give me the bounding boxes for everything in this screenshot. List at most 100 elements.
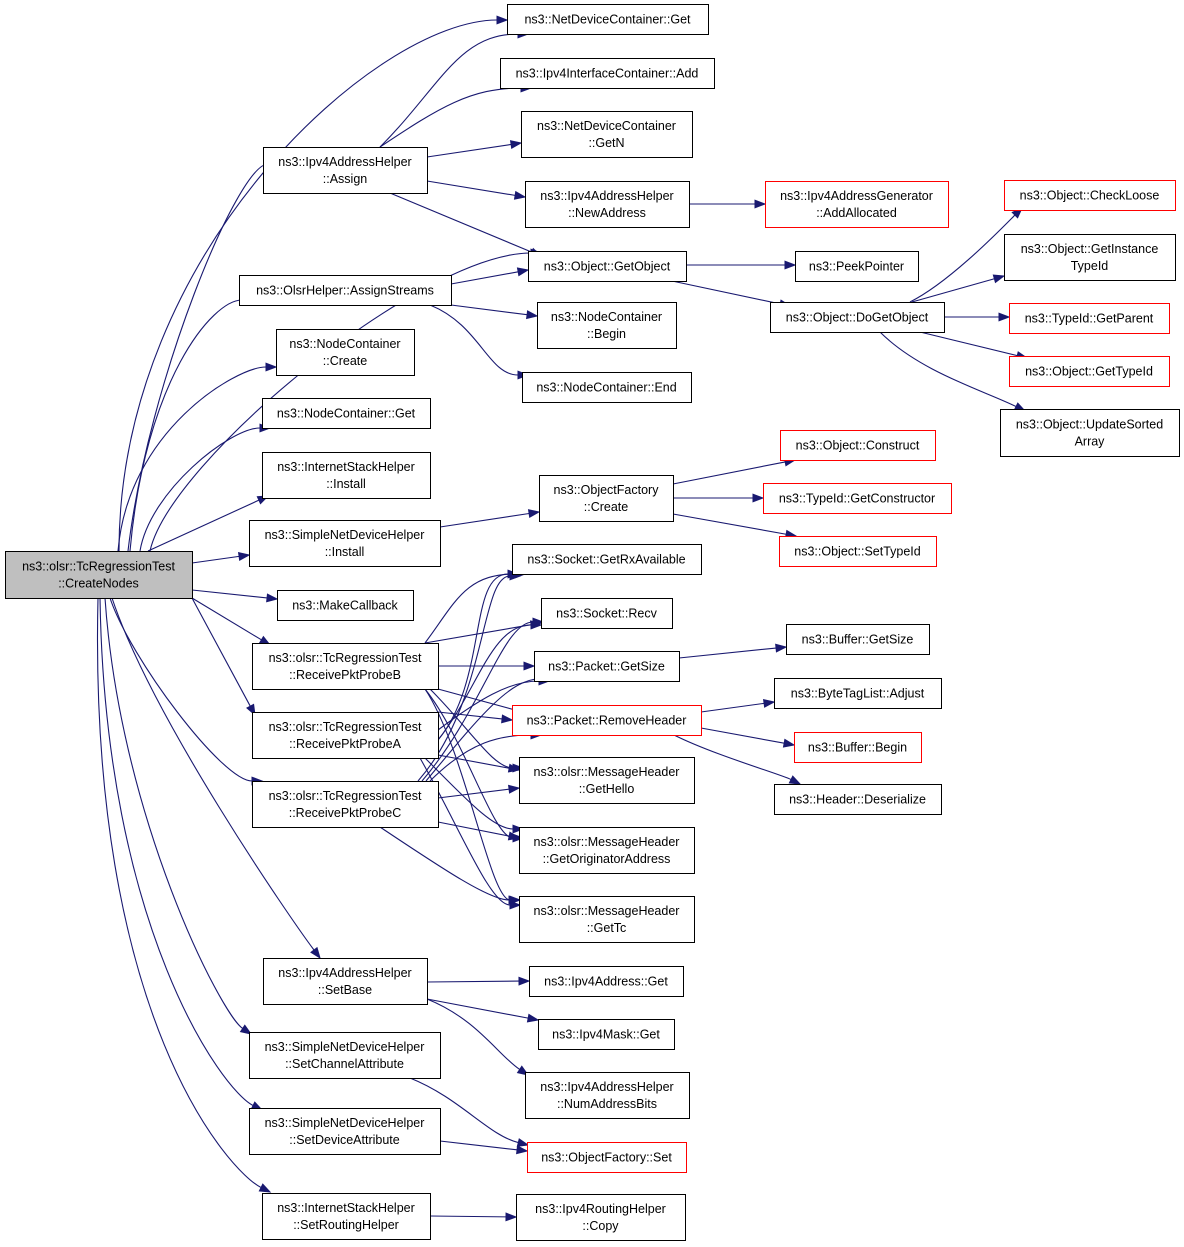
node-packet-getsize[interactable]: ns3::Packet::GetSize [534, 651, 680, 682]
arrowhead-icon [508, 784, 521, 794]
node-label: ::Begin [587, 327, 626, 341]
arrowhead-icon [513, 190, 527, 200]
node-box [512, 705, 702, 736]
edge-line [379, 33, 519, 148]
node-typeid-getconstructor[interactable]: ns3::TypeId::GetConstructor [763, 483, 952, 514]
node-ish-setroutinghelper[interactable]: ns3::InternetStackHelper::SetRoutingHelp… [262, 1193, 431, 1240]
node-nc-begin[interactable]: ns3::NodeContainer::Begin [537, 302, 677, 349]
node-peekpointer[interactable]: ns3::PeekPointer [795, 251, 919, 282]
node-ndc-get[interactable]: ns3::NetDeviceContainer::Get [507, 4, 709, 35]
edge-line [426, 180, 516, 196]
edge-line [437, 821, 510, 837]
node-olsr-assignstreams[interactable]: ns3::OlsrHelper::AssignStreams [239, 275, 452, 306]
node-box [780, 430, 936, 461]
node-label: ::SetDeviceAttribute [289, 1133, 400, 1147]
edge-recv_a-to-mh_getorig [424, 757, 525, 834]
node-packet-removeheader[interactable]: ns3::Packet::RemoveHeader [512, 705, 702, 736]
edge-packet_getsize-to-buffer_getsize [678, 643, 788, 659]
node-buffer-begin[interactable]: ns3::Buffer::Begin [794, 732, 922, 763]
node-mh-gettc[interactable]: ns3::olsr::MessageHeader::GetTc [519, 896, 695, 943]
edge-root-to-nc_create [117, 362, 278, 552]
node-label: ns3::Ipv4InterfaceContainer::Add [516, 67, 699, 81]
node-box [1004, 234, 1176, 281]
node-recv-a[interactable]: ns3::olsr::TcRegressionTest::ReceivePktP… [252, 712, 439, 759]
node-obj-checkloose[interactable]: ns3::Object::CheckLoose [1004, 180, 1176, 211]
node-v4addr-get[interactable]: ns3::Ipv4Address::Get [529, 966, 684, 997]
edge-obj_dogetobject-to-obj_gettypeid [919, 331, 1029, 360]
node-label: ::Install [325, 545, 365, 559]
node-v4ah-setbase[interactable]: ns3::Ipv4AddressHelper::SetBase [263, 958, 428, 1005]
node-snd-setdeviceattr[interactable]: ns3::SimpleNetDeviceHelper::SetDeviceAtt… [249, 1108, 441, 1155]
edge-line [389, 192, 532, 253]
edge-root-to-recv_b [191, 597, 272, 646]
node-nc-get[interactable]: ns3::NodeContainer::Get [262, 398, 431, 429]
node-btl-adjust[interactable]: ns3::ByteTagList::Adjust [774, 678, 942, 709]
arrowhead-icon [782, 738, 796, 748]
node-mh-getorig[interactable]: ns3::olsr::MessageHeader::GetOriginatorA… [519, 827, 695, 874]
node-obj-dogetobject[interactable]: ns3::Object::DoGetObject [770, 302, 945, 333]
node-obj-getobject[interactable]: ns3::Object::GetObject [528, 251, 687, 282]
node-label: ns3::Object::Construct [796, 439, 920, 453]
edge-line [379, 87, 522, 148]
edge-line [429, 1215, 507, 1218]
node-box [252, 712, 439, 759]
edge-root-to-snd_install [191, 551, 251, 564]
node-mh-gethello[interactable]: ns3::olsr::MessageHeader::GetHello [519, 757, 695, 804]
node-box [1009, 303, 1170, 334]
node-v4ic-add[interactable]: ns3::Ipv4InterfaceContainer::Add [500, 58, 715, 89]
node-v4ag-addalloc[interactable]: ns3::Ipv4AddressGenerator::AddAllocated [765, 181, 949, 228]
node-label: ns3::Ipv4Mask::Get [552, 1028, 660, 1042]
node-sock-recv[interactable]: ns3::Socket::Recv [541, 598, 673, 629]
node-sock-getrxavailable[interactable]: ns3::Socket::GetRxAvailable [512, 544, 702, 575]
edge-line [99, 597, 254, 1107]
edge-v4ah_setbase-to-v4addr_get [426, 976, 531, 986]
node-of-set[interactable]: ns3::ObjectFactory::Set [527, 1142, 687, 1173]
node-label: ns3::NetDeviceContainer [537, 119, 676, 133]
node-box [262, 452, 431, 499]
node-label: ns3::olsr::MessageHeader [534, 835, 680, 849]
edge-line [909, 214, 1016, 303]
node-typeid-getparent[interactable]: ns3::TypeId::GetParent [1009, 303, 1170, 334]
node-nc-create[interactable]: ns3::NodeContainer::Create [276, 329, 415, 376]
node-box [519, 896, 695, 943]
node-makecallback[interactable]: ns3::MakeCallback [277, 590, 414, 621]
node-v4ah-numaddrbits[interactable]: ns3::Ipv4AddressHelper::NumAddressBits [525, 1072, 690, 1119]
node-root[interactable]: ns3::olsr::TcRegressionTest::CreateNodes [5, 551, 193, 599]
node-box [527, 1142, 687, 1173]
node-ish-install[interactable]: ns3::InternetStackHelper::Install [262, 452, 431, 499]
node-box [534, 651, 680, 682]
edge-v4ah_assign-to-v4ic_add [379, 83, 533, 148]
edge-v4ah_setbase-to-v4ah_numaddrbits [426, 998, 530, 1076]
node-label: ns3::NodeContainer::Get [277, 407, 416, 421]
node-v4ah-assign[interactable]: ns3::Ipv4AddressHelper::Assign [263, 147, 428, 194]
node-nc-end[interactable]: ns3::NodeContainer::End [522, 372, 692, 403]
node-label: ns3::NetDeviceContainer::Get [524, 13, 691, 27]
edge-line [672, 461, 786, 485]
node-snd-setchannelattr[interactable]: ns3::SimpleNetDeviceHelper::SetChannelAt… [249, 1032, 441, 1079]
edge-of_create-to-obj_settypeid [672, 513, 798, 539]
arrowhead-icon [237, 551, 251, 561]
node-v4rh-copy[interactable]: ns3::Ipv4RoutingHelper::Copy [516, 1194, 686, 1241]
node-of-create[interactable]: ns3::ObjectFactory::Create [539, 475, 674, 522]
node-header-deserialize[interactable]: ns3::Header::Deserialize [774, 784, 942, 815]
node-box [500, 58, 715, 89]
edge-line [700, 727, 785, 744]
node-obj-settypeid[interactable]: ns3::Object::SetTypeId [779, 536, 937, 567]
node-v4mask-get[interactable]: ns3::Ipv4Mask::Get [538, 1019, 675, 1050]
node-obj-construct[interactable]: ns3::Object::Construct [780, 430, 936, 461]
node-buffer-getsize[interactable]: ns3::Buffer::GetSize [786, 624, 930, 655]
arrowhead-icon [516, 1138, 530, 1147]
node-recv-c[interactable]: ns3::olsr::TcRegressionTest::ReceivePktP… [252, 781, 439, 828]
node-label: ns3::olsr::TcRegressionTest [269, 720, 422, 734]
node-recv-b[interactable]: ns3::olsr::TcRegressionTest::ReceivePktP… [252, 643, 439, 690]
node-snd-install[interactable]: ns3::SimpleNetDeviceHelper::Install [249, 520, 441, 567]
node-box [795, 251, 919, 282]
node-obj-gettypeid[interactable]: ns3::Object::GetTypeId [1009, 356, 1170, 387]
node-ndc-getn[interactable]: ns3::NetDeviceContainer::GetN [521, 111, 693, 158]
node-label: ::GetHello [579, 782, 635, 796]
node-v4ah-newaddr[interactable]: ns3::Ipv4AddressHelper::NewAddress [525, 181, 690, 228]
node-box [249, 1108, 441, 1155]
node-box [252, 781, 439, 828]
